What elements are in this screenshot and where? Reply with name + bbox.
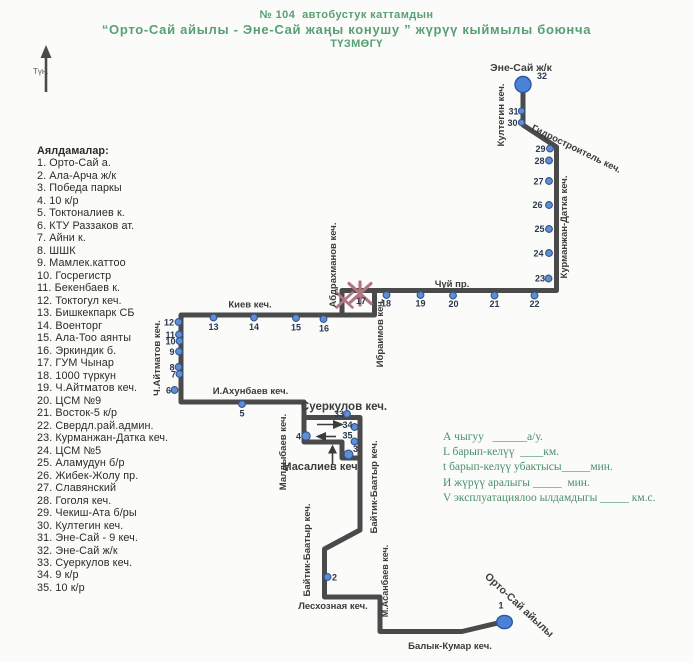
svg-text:Киев кеч.: Киев кеч. [228, 300, 271, 311]
svg-text:И.Ахунбаев кеч.: И.Ахунбаев кеч. [213, 386, 289, 397]
svg-text:6: 6 [166, 386, 171, 396]
svg-text:10: 10 [165, 337, 175, 347]
svg-text:Малдыбаев кеч.: Малдыбаев кеч. [278, 414, 289, 490]
svg-text:29: 29 [535, 144, 545, 154]
svg-text:Ибраимов кеч.: Ибраимов кеч. [375, 299, 386, 368]
svg-text:Суеркулов кеч.: Суеркулов кеч. [301, 401, 387, 413]
svg-text:23: 23 [535, 274, 545, 284]
svg-text:12: 12 [164, 318, 174, 328]
svg-text:4: 4 [296, 432, 301, 442]
svg-text:2: 2 [332, 573, 337, 583]
svg-text:Балык-Кумар кеч.: Балык-Кумар кеч. [408, 641, 492, 652]
svg-text:14: 14 [249, 322, 259, 332]
svg-text:28: 28 [534, 156, 544, 166]
svg-text:Байтик-Баатыр кеч.: Байтик-Баатыр кеч. [302, 504, 313, 597]
svg-text:25: 25 [534, 224, 544, 234]
svg-text:26: 26 [532, 200, 542, 210]
svg-text:7: 7 [171, 370, 176, 380]
svg-text:33: 33 [334, 409, 344, 419]
svg-text:16: 16 [319, 324, 329, 334]
svg-text:32: 32 [537, 71, 547, 81]
svg-text:21: 21 [489, 299, 499, 309]
svg-text:Чуй пр.: Чуй пр. [435, 279, 470, 290]
svg-text:Ч.Айтматов кеч.: Ч.Айтматов кеч. [152, 320, 163, 396]
svg-text:5: 5 [239, 409, 244, 419]
svg-text:М.Асанбаев кеч.: М.Асанбаев кеч. [380, 545, 390, 618]
svg-text:15: 15 [291, 323, 301, 333]
svg-text:11: 11 [165, 330, 175, 340]
svg-text:30: 30 [507, 118, 517, 128]
svg-text:Орто-Сай айылы: Орто-Сай айылы [482, 571, 556, 640]
svg-text:Эне-Сай ж/к: Эне-Сай ж/к [490, 62, 552, 74]
svg-text:Култегин кеч.: Култегин кеч. [496, 83, 507, 146]
svg-text:34: 34 [342, 420, 352, 430]
svg-text:Масалиев кеч: Масалиев кеч [282, 461, 357, 473]
svg-text:18: 18 [381, 299, 391, 309]
svg-text:8: 8 [169, 363, 174, 373]
svg-text:17: 17 [356, 296, 366, 306]
svg-text:27: 27 [533, 177, 543, 187]
svg-text:20: 20 [448, 299, 458, 309]
svg-text:Лесхозная кеч.: Лесхозная кеч. [298, 601, 368, 612]
svg-text:1: 1 [498, 601, 503, 611]
svg-text:3: 3 [353, 444, 358, 454]
svg-text:13: 13 [208, 322, 218, 332]
svg-text:31: 31 [508, 107, 518, 117]
svg-text:Байтик-Баатыр кеч.: Байтик-Баатыр кеч. [369, 441, 380, 534]
svg-text:19: 19 [415, 299, 425, 309]
svg-text:22: 22 [529, 299, 539, 309]
svg-text:35: 35 [342, 431, 352, 441]
svg-text:Абдрахманов кеч.: Абдрахманов кеч. [328, 223, 339, 308]
svg-text:Түн.: Түн. [33, 67, 49, 76]
svg-text:24: 24 [533, 249, 543, 259]
svg-text:9: 9 [169, 347, 174, 357]
svg-text:Курманжан-Датка кеч.: Курманжан-Датка кеч. [559, 176, 570, 279]
